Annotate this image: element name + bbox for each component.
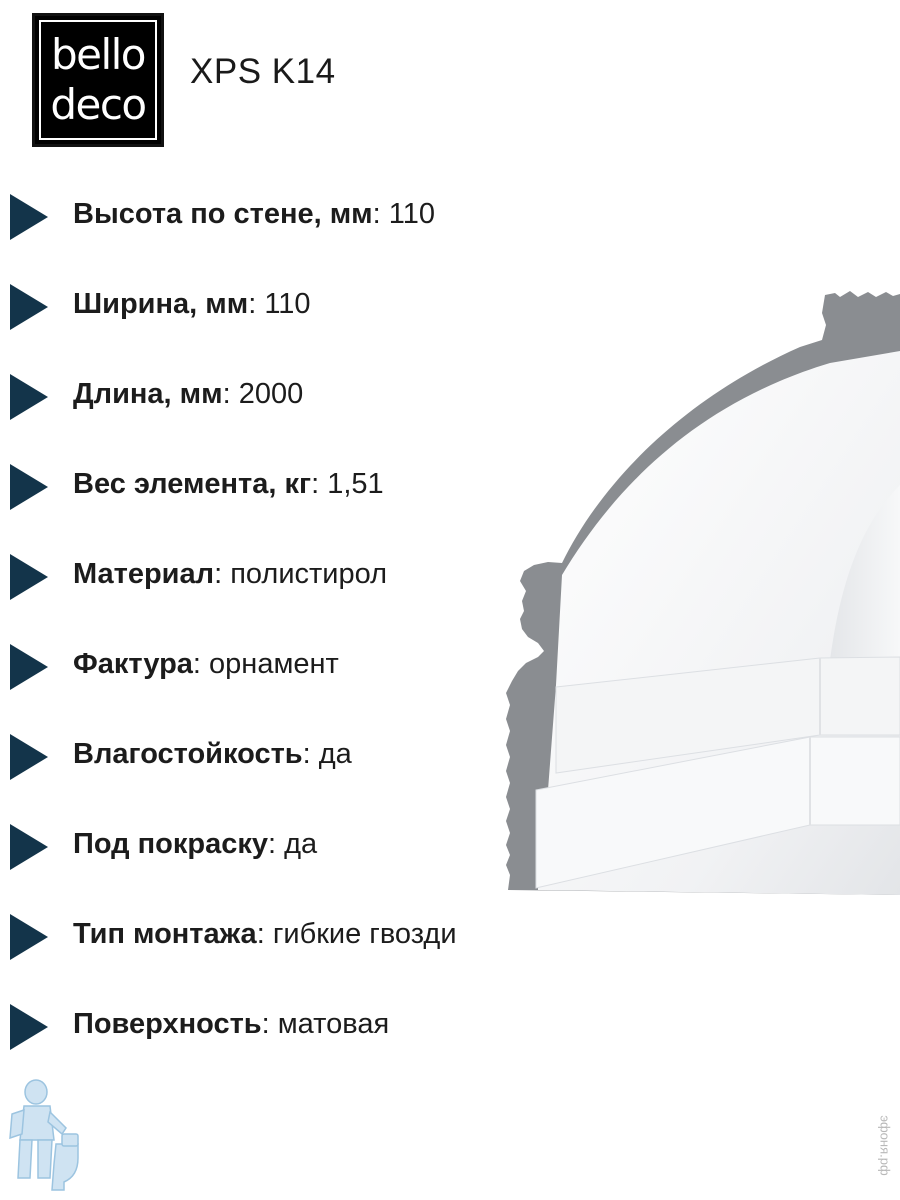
triangle-arrow-icon	[10, 284, 48, 330]
cornice-profile-image	[506, 291, 900, 895]
spec-text: Фактура: орнамент	[73, 648, 339, 680]
brand-logo-line2: deco	[50, 80, 147, 129]
product-title: XPS K14	[190, 52, 336, 91]
spec-value: 2000	[238, 378, 304, 410]
triangle-arrow-icon	[10, 914, 48, 960]
spec-label: Фактура	[73, 648, 193, 680]
spec-value: 1,51	[327, 468, 384, 500]
brand-logo-line1: bello	[50, 30, 147, 79]
spec-text: Тип монтажа: гибкие гвозди	[73, 918, 457, 950]
spec-value: орнамент	[209, 648, 339, 680]
spec-value: 110	[264, 288, 311, 320]
spec-text: Поверхность: матовая	[73, 1008, 390, 1040]
spec-label: Материал	[73, 558, 215, 590]
brand-logo-frame: bello deco	[39, 20, 157, 140]
spec-value: полистирол	[230, 558, 388, 590]
spec-value: гибкие гвозди	[272, 918, 457, 950]
spec-row-paintable: Под покраску: да	[10, 820, 457, 910]
spec-row-texture: Фактура: орнамент	[10, 640, 457, 730]
watermark-text: эфоня.рф	[877, 1114, 893, 1176]
spec-value: 110	[388, 198, 435, 230]
spec-text: Ширина, мм: 110	[73, 288, 311, 320]
brand-logo: bello deco	[32, 13, 164, 147]
watermark: эфоня.рф	[870, 1090, 900, 1200]
spec-label: Вес элемента, кг	[73, 468, 312, 500]
spec-value: да	[318, 738, 352, 770]
spec-text: Материал: полистирол	[73, 558, 388, 590]
spec-row-width: Ширина, мм: 110	[10, 280, 457, 370]
triangle-arrow-icon	[10, 824, 48, 870]
spec-label: Высота по стене, мм	[73, 198, 373, 230]
spec-label: Ширина, мм	[73, 288, 249, 320]
triangle-arrow-icon	[10, 374, 48, 420]
triangle-arrow-icon	[10, 734, 48, 780]
spec-row-material: Материал: полистирол	[10, 550, 457, 640]
spec-text: Под покраску: да	[73, 828, 318, 860]
spec-row-surface: Поверхность: матовая	[10, 1000, 457, 1090]
spec-text: Вес элемента, кг: 1,51	[73, 468, 384, 500]
spec-value: матовая	[277, 1008, 390, 1040]
spec-label: Тип монтажа	[73, 918, 257, 950]
spec-text: Длина, мм: 2000	[73, 378, 304, 410]
triangle-arrow-icon	[10, 1004, 48, 1050]
triangle-arrow-icon	[10, 194, 48, 240]
spec-label: Поверхность	[73, 1008, 262, 1040]
spec-text: Влагостойкость: да	[73, 738, 352, 770]
spec-label: Влагостойкость	[73, 738, 303, 770]
spec-row-height: Высота по стене, мм: 110	[10, 190, 457, 280]
spec-label: Длина, мм	[73, 378, 223, 410]
spec-text: Высота по стене, мм: 110	[73, 198, 435, 230]
spec-row-mounting: Тип монтажа: гибкие гвозди	[10, 910, 457, 1000]
spec-row-moisture: Влагостойкость: да	[10, 730, 457, 820]
spec-label: Под покраску	[73, 828, 268, 860]
plumber-mascot-icon	[9, 1079, 79, 1191]
spec-row-weight: Вес элемента, кг: 1,51	[10, 460, 457, 550]
triangle-arrow-icon	[10, 464, 48, 510]
profile-inner	[830, 485, 900, 665]
spec-list: Высота по стене, мм: 110 Ширина, мм: 110…	[10, 190, 457, 1090]
spec-row-length: Длина, мм: 2000	[10, 370, 457, 460]
spec-value: да	[284, 828, 318, 860]
triangle-arrow-icon	[10, 644, 48, 690]
triangle-arrow-icon	[10, 554, 48, 600]
